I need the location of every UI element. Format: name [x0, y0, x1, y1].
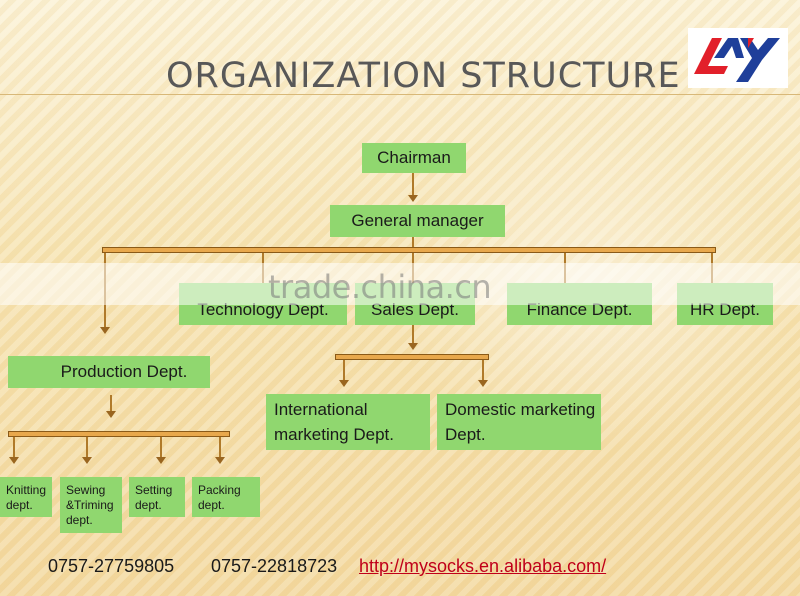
arrow-down-icon [215, 457, 225, 464]
watermark-band [0, 263, 800, 305]
website-link[interactable]: http://mysocks.en.alibaba.com/ [359, 556, 607, 576]
connector-line [412, 173, 414, 195]
sewing-dept-box: Sewing &Triming dept. [60, 477, 122, 533]
production-connector-bar [8, 431, 230, 437]
company-logo [688, 28, 788, 88]
arrow-down-icon [100, 327, 110, 334]
connector-line [412, 325, 414, 345]
domestic-marketing-box: Domestic marketing Dept. [437, 394, 601, 450]
sales-connector-bar [335, 354, 489, 360]
connector-line [13, 437, 15, 457]
general-manager-box: General manager [330, 205, 505, 237]
connector-line [412, 237, 414, 247]
production-dept-box: Production Dept. [8, 356, 210, 388]
arrow-down-icon [9, 457, 19, 464]
arrow-down-icon [408, 343, 418, 350]
connector-line [343, 360, 345, 380]
arrow-down-icon [82, 457, 92, 464]
knitting-dept-box: Knitting dept. [0, 477, 52, 517]
connector-line [219, 437, 221, 457]
page-title: ORGANIZATION STRUCTURE [166, 56, 681, 96]
packing-dept-box: Packing dept. [192, 477, 260, 517]
setting-dept-box: Setting dept. [129, 477, 185, 517]
connector-line [86, 437, 88, 457]
connector-line [482, 360, 484, 380]
department-connector-bar [102, 247, 716, 253]
title-underline [0, 94, 800, 95]
connector-line [110, 395, 112, 411]
connector-line [160, 437, 162, 457]
arrow-down-icon [408, 195, 418, 202]
arrow-down-icon [106, 411, 116, 418]
arrow-down-icon [339, 380, 349, 387]
chairman-box: Chairman [362, 143, 466, 173]
watermark-text: trade.china.cn [268, 268, 492, 306]
phone-number-2: 0757-22818723 [211, 556, 338, 576]
arrow-down-icon [156, 457, 166, 464]
phone-number-1: 0757-27759805 [48, 556, 175, 576]
international-marketing-box: International marketing Dept. [266, 394, 430, 450]
arrow-down-icon [478, 380, 488, 387]
